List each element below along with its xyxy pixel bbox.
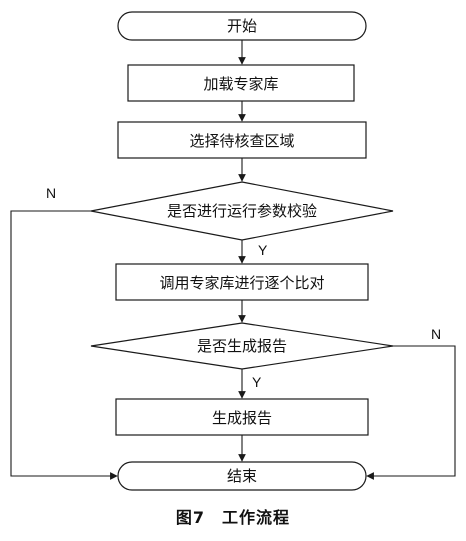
- end-label: 结束: [227, 467, 257, 485]
- generate-label: 生成报告: [212, 409, 272, 427]
- edge-check-no: [10, 210, 118, 480]
- compare-node: 调用专家库进行逐个比对: [115, 263, 369, 301]
- decision-check-label: 是否进行运行参数校验: [167, 202, 317, 220]
- select-area-label: 选择待核查区域: [189, 132, 294, 150]
- decision-report-label: 是否生成报告: [197, 337, 287, 355]
- check-yes-label: Y: [258, 242, 268, 258]
- start-node: 开始: [117, 11, 367, 41]
- load-kb-node: 加载专家库: [127, 64, 355, 102]
- check-no-label: N: [46, 185, 56, 201]
- decision-report-node: 是否生成报告: [90, 322, 394, 370]
- end-node: 结束: [117, 461, 367, 491]
- load-kb-label: 加载专家库: [203, 75, 278, 93]
- report-no-label: N: [431, 326, 441, 342]
- report-yes-label: Y: [252, 374, 262, 390]
- decision-check-node: 是否进行运行参数校验: [90, 181, 394, 241]
- compare-label: 调用专家库进行逐个比对: [159, 274, 324, 292]
- select-area-node: 选择待核查区域: [117, 121, 367, 159]
- figure-caption: 图7 工作流程: [175, 508, 291, 527]
- generate-node: 生成报告: [115, 398, 369, 436]
- start-label: 开始: [227, 17, 257, 35]
- edge-report-no: [366, 345, 456, 480]
